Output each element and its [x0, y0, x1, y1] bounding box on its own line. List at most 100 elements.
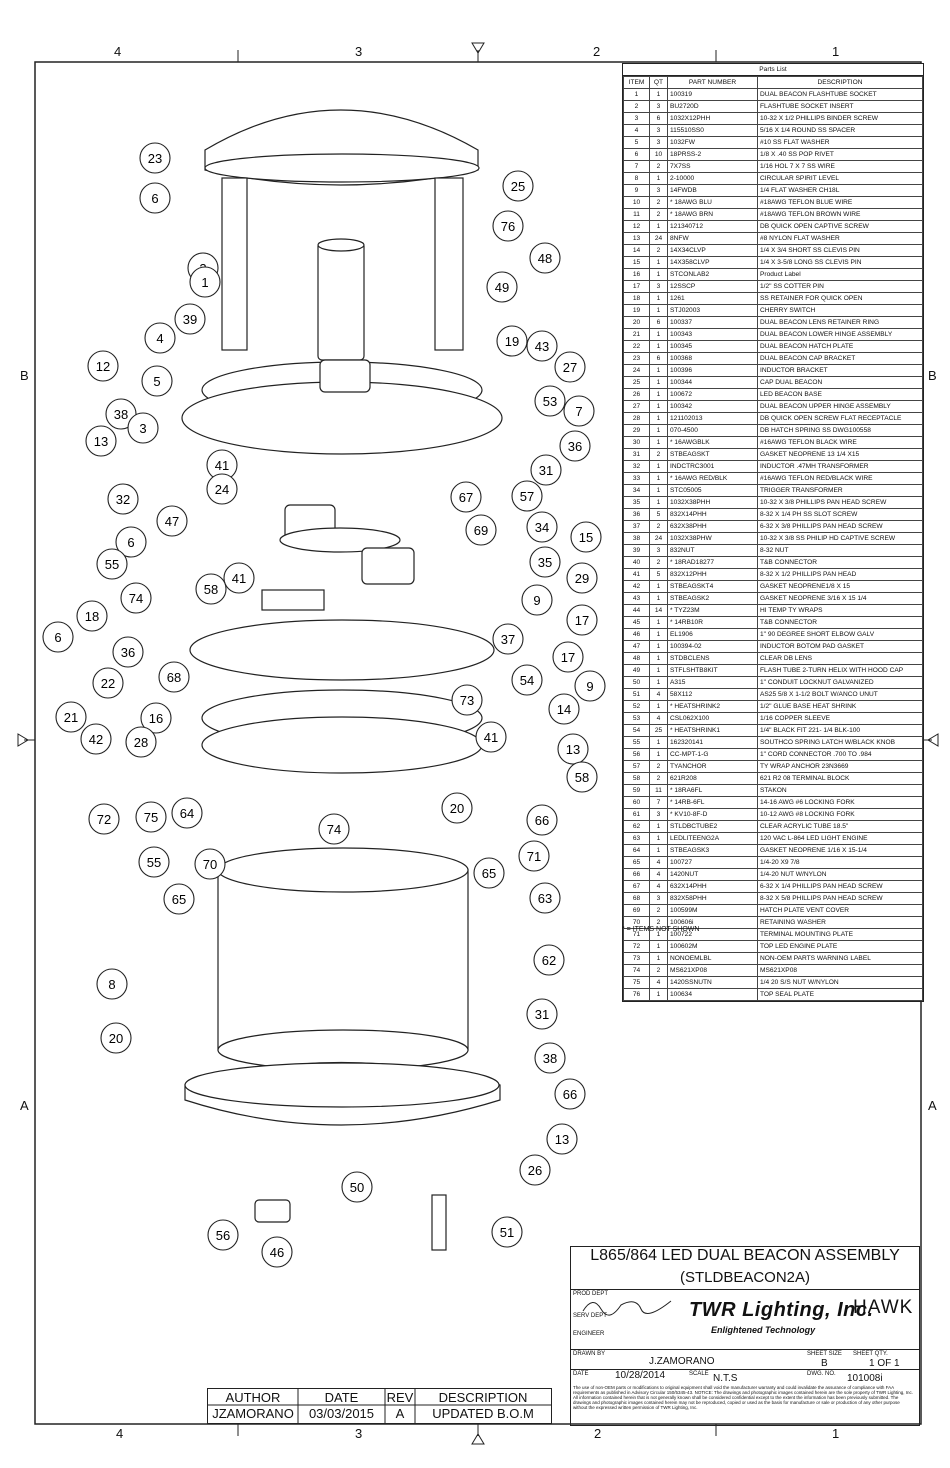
- part-description: 1/4 FLAT WASHER CH18L: [757, 184, 923, 197]
- callout-bubble: 58: [195, 573, 227, 605]
- part-description: 1/8 X .40 SS POP RIVET: [757, 148, 923, 161]
- part-item: 27: [623, 400, 650, 413]
- part-item: 40: [623, 556, 650, 569]
- part-item: 72: [623, 940, 650, 953]
- callout-label: 64: [180, 806, 194, 821]
- part-item: 76: [623, 988, 650, 1001]
- label-serv-dept: SERV DEPT: [573, 1313, 607, 1319]
- part-item: 15: [623, 256, 650, 269]
- part-qty: 2: [649, 760, 668, 773]
- part-number: 100634: [667, 988, 758, 1001]
- part-item: 8: [623, 172, 650, 185]
- part-qty: 1: [649, 472, 668, 485]
- callout-bubble: 15: [570, 521, 602, 553]
- part-item: 41: [623, 568, 650, 581]
- part-item: 53: [623, 712, 650, 725]
- part-item: 34: [623, 484, 650, 497]
- part-qty: 1: [649, 664, 668, 677]
- part-description: FLASH TUBE 2-TURN HELIX WITH HOOD CAP: [757, 664, 923, 677]
- part-qty: 14: [649, 604, 668, 617]
- drawing-scale: N.T.S: [713, 1373, 738, 1384]
- mounting-bolt: [431, 1194, 447, 1251]
- part-item: 68: [623, 892, 650, 905]
- callout-label: 13: [566, 742, 580, 757]
- part-qty: 3: [649, 808, 668, 821]
- part-number: 1032X12PHH: [667, 112, 758, 125]
- part-qty: 1: [649, 844, 668, 857]
- callout-bubble: 13: [546, 1123, 578, 1155]
- part-description: GASKET NEOPRENE 3/16 X 15 1/4: [757, 592, 923, 605]
- label-sheet-qty: SHEET QTY.: [853, 1351, 888, 1357]
- callout-bubble: 34: [526, 511, 558, 543]
- callout-label: 9: [533, 593, 540, 608]
- part-description: 10-32 X 1/2 PHILLIPS BINDER SCREW: [757, 112, 923, 125]
- part-description: #18AWG TEFLON BROWN WIRE: [757, 208, 923, 221]
- part-number: * 14RB10R: [667, 616, 758, 629]
- callout-bubble: 43: [526, 330, 558, 362]
- part-number: STBEAGSKT4: [667, 580, 758, 593]
- part-number: 1261: [667, 292, 758, 305]
- callout-bubble: 69: [465, 514, 497, 546]
- company-logo: TWR Lighting, Inc.: [689, 1299, 874, 1321]
- part-qty: 1: [649, 832, 668, 845]
- callout-bubble: 17: [566, 604, 598, 636]
- part-number: * HEATSHRINK1: [667, 724, 758, 737]
- callout-label: 31: [539, 463, 553, 478]
- part-qty: 2: [649, 208, 668, 221]
- callout-label: 54: [520, 673, 534, 688]
- callout-label: 75: [144, 810, 158, 825]
- part-qty: 1: [649, 268, 668, 281]
- callout-bubble: 38: [105, 398, 137, 430]
- part-number: 2-10000: [667, 172, 758, 185]
- callout-label: 13: [555, 1132, 569, 1147]
- callout-label: 21: [64, 710, 78, 725]
- part-description: 621 R2 08 TERMINAL BLOCK: [757, 772, 923, 785]
- part-description: TERMINAL MOUNTING PLATE: [757, 928, 923, 941]
- part-item: 66: [623, 868, 650, 881]
- part-number: 070-4500: [667, 424, 758, 437]
- part-number: CSL062X100: [667, 712, 758, 725]
- part-number: CC-MPT-1-G: [667, 748, 758, 761]
- label-dwg-no: DWG. NO.: [807, 1371, 836, 1377]
- callout-label: 17: [561, 650, 575, 665]
- part-number: A315: [667, 676, 758, 689]
- part-qty: 4: [649, 856, 668, 869]
- callout-label: 16: [149, 711, 163, 726]
- callout-bubble: 25: [502, 170, 534, 202]
- callout-bubble: 13: [85, 425, 117, 457]
- part-qty: 25: [649, 724, 668, 737]
- part-description: CAP DUAL BEACON: [757, 376, 923, 389]
- part-number: MS621XP08: [667, 964, 758, 977]
- part-item: 55: [623, 736, 650, 749]
- callout-label: 36: [568, 439, 582, 454]
- zone-top-4: 4: [114, 44, 122, 59]
- part-qty: 1: [649, 292, 668, 305]
- part-qty: 2: [649, 904, 668, 917]
- part-number: 100337: [667, 316, 758, 329]
- callout-bubble: 51: [491, 1216, 523, 1248]
- center-marks: [17, 42, 939, 1445]
- part-number: STFLSHTB8KIT: [667, 664, 758, 677]
- part-description: TOP SEAL PLATE: [757, 988, 923, 1001]
- part-description: STAKON: [757, 784, 923, 797]
- part-item: 63: [623, 832, 650, 845]
- part-qty: 6: [649, 112, 668, 125]
- rev-head-description: DESCRIPTION: [438, 1390, 528, 1405]
- part-qty: 1: [649, 988, 668, 1001]
- rev-head-date: DATE: [324, 1390, 359, 1405]
- callout-bubble: 31: [530, 454, 562, 486]
- part-description: INDUCTOR .47MH TRANSFORMER: [757, 460, 923, 473]
- part-qty: 7: [649, 796, 668, 809]
- zone-bottom-2: 2: [594, 1426, 602, 1441]
- callout-bubble: 5: [141, 365, 173, 397]
- part-item: 30: [623, 436, 650, 449]
